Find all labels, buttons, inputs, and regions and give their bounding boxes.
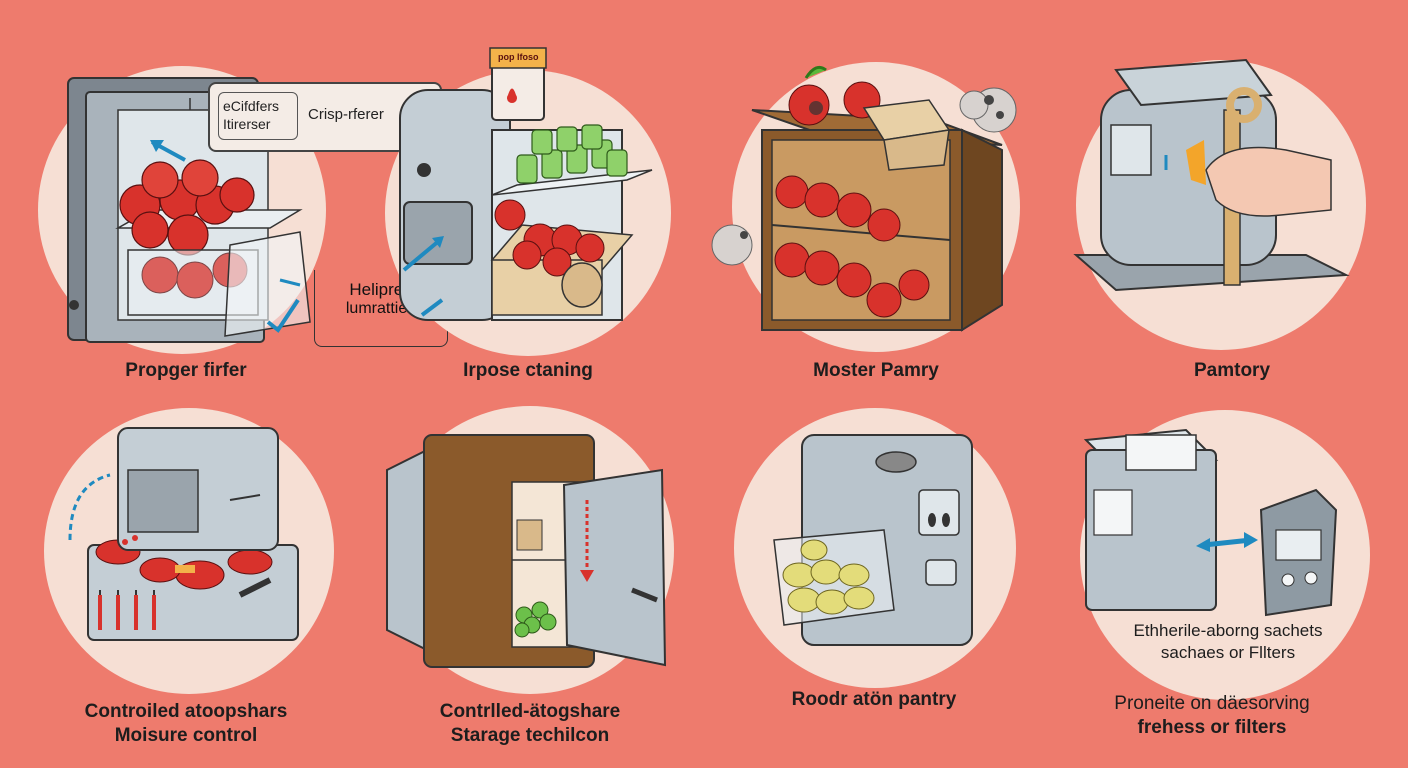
panel-caption: Roodr atön pantry bbox=[704, 688, 1044, 712]
panel-extra-label: Ethherile-aborng sachets sachaes or Fllt… bbox=[1056, 620, 1400, 664]
caption-line: Controiled atoopshars bbox=[84, 701, 288, 722]
bubble-inner-box: eCifdfers Itirerser bbox=[218, 92, 298, 140]
panel-rotation-pantry: Roodr atön pantry bbox=[704, 390, 1056, 768]
panel-caption: Pamtory bbox=[1056, 359, 1408, 383]
storage-unit-illustration bbox=[399, 47, 653, 321]
panel-caption: Contrlled-ätogshare Starage techilcon bbox=[352, 700, 708, 748]
open-fridge-illustration bbox=[386, 434, 667, 668]
caption-line: Contrlled-ätogshare bbox=[439, 701, 621, 722]
panel-absorbing-sachets: Ethherile-aborng sachets sachaes or Fllt… bbox=[1056, 390, 1408, 768]
filter-sachet-illustration bbox=[1083, 428, 1338, 617]
bubble-label: Crisp-rferer bbox=[308, 106, 384, 123]
caption-line: Roodr atön pantry bbox=[791, 689, 957, 710]
caption-line: Moster Pamry bbox=[813, 360, 939, 381]
fridge-illustration bbox=[67, 77, 442, 343]
caption-line: Pamtory bbox=[1193, 360, 1271, 381]
bubble-label-line: eCifdfers bbox=[223, 98, 280, 114]
caption-line: sachaes or Fllters bbox=[1160, 643, 1296, 662]
panel-controlled-storage: Contrlled-ätogshare Starage techilcon bbox=[352, 390, 704, 768]
sealing-machine-illustration bbox=[1073, 58, 1350, 292]
helper-label-line: Helipree bbox=[349, 280, 413, 299]
panel-proper-fridge: Propger firfer bbox=[0, 0, 442, 390]
pantry-cabinet-illustration bbox=[711, 65, 1017, 332]
helper-label-box: Helipree lumrattien bbox=[314, 270, 448, 347]
panel-caption: Controiled atoopshars Moisure control bbox=[0, 700, 372, 748]
panel-caption: Proneite on däesorving frehess or filter… bbox=[1056, 692, 1368, 740]
panel-caption: Propger firfer bbox=[0, 359, 372, 383]
panel-controlled-atmosphere: Controiled atoopshars Moisure control bbox=[0, 390, 352, 768]
panel-caption: Moster Pamry bbox=[704, 359, 1048, 383]
ripening-appliance-illustration bbox=[68, 427, 299, 641]
caption-line: Ethherile-aborng sachets bbox=[1133, 621, 1323, 640]
drawer-appliance-illustration bbox=[773, 434, 973, 646]
bubble-label-line: Itirerser bbox=[223, 116, 271, 132]
caption-line: Propger firfer bbox=[125, 360, 247, 381]
panel-moster-pantry: Moster Pamry bbox=[704, 0, 1056, 390]
panel-caption: Irpose ctaning bbox=[352, 359, 704, 383]
caption-line: frehess or filters bbox=[1137, 717, 1287, 738]
caption-line: Proneite on däesorving bbox=[1114, 693, 1310, 714]
panel-proper-cleaning: pop lfoso Irpose ctaning bbox=[352, 0, 704, 390]
caption-line: Starage techilcon bbox=[450, 725, 610, 746]
helper-label-line: lumrattien bbox=[345, 300, 417, 317]
caption-line: Irpose ctaning bbox=[463, 360, 593, 381]
panel-pantry: Pamtory bbox=[1056, 0, 1408, 390]
caption-line: Moisure control bbox=[114, 725, 258, 746]
package-label: pop lfoso bbox=[498, 52, 539, 62]
